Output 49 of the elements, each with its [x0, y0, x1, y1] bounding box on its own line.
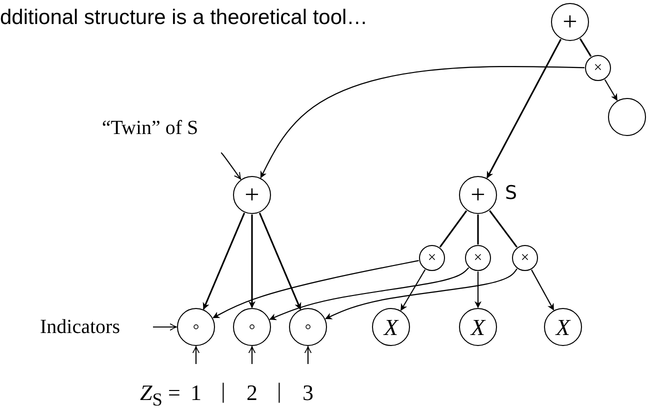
indicator-node [177, 308, 215, 346]
arrow [248, 214, 256, 308]
arrow [486, 38, 562, 178]
variable-node [544, 308, 582, 346]
variable-label: Z$_{S}$ = [140, 380, 180, 410]
node-symbol: X [556, 316, 570, 338]
annotation-text: “Twin” of S [82, 117, 218, 157]
product-node [585, 55, 611, 81]
separator: | [277, 378, 282, 404]
indicator-node [289, 308, 327, 346]
sum-node [459, 176, 497, 214]
annotation-text: Indicators [10, 314, 150, 340]
product-node [465, 245, 491, 271]
product-node [512, 245, 538, 271]
arrow [474, 272, 482, 308]
arrow [258, 212, 302, 310]
node-symbol: × [594, 60, 602, 76]
separator: | [221, 378, 226, 404]
node-symbol: + [244, 182, 260, 208]
leaf-node [608, 98, 646, 136]
arrow [325, 268, 518, 320]
node-symbol: + [562, 9, 578, 35]
index-number: 1 [188, 366, 204, 406]
sum-node [551, 3, 589, 41]
node-caption: S [505, 182, 518, 204]
node-symbol: ◦ [304, 317, 312, 337]
indicator-node [233, 308, 271, 346]
heading: dditional structure is a theoretical tool… [0, 6, 368, 30]
node-symbol: ◦ [248, 317, 256, 337]
node-symbol: × [520, 250, 530, 266]
node-symbol: ◦ [192, 317, 200, 337]
arrow [202, 212, 246, 310]
arrow [531, 270, 554, 311]
index-number: 2 [244, 366, 260, 406]
node-symbol: × [428, 250, 436, 266]
product-node [419, 245, 445, 271]
node-symbol: × [474, 250, 482, 266]
node-symbol: + [470, 182, 486, 208]
arrow [400, 269, 426, 311]
variable-node [372, 308, 410, 346]
arrow [260, 66, 585, 178]
index-number: 3 [300, 366, 316, 406]
arrow [212, 260, 419, 318]
node-symbol: X [470, 316, 486, 338]
arrow [604, 79, 618, 101]
arrow [269, 267, 470, 320]
sum-node [233, 176, 271, 214]
variable-node [459, 308, 497, 346]
node-symbol: X [384, 316, 398, 338]
